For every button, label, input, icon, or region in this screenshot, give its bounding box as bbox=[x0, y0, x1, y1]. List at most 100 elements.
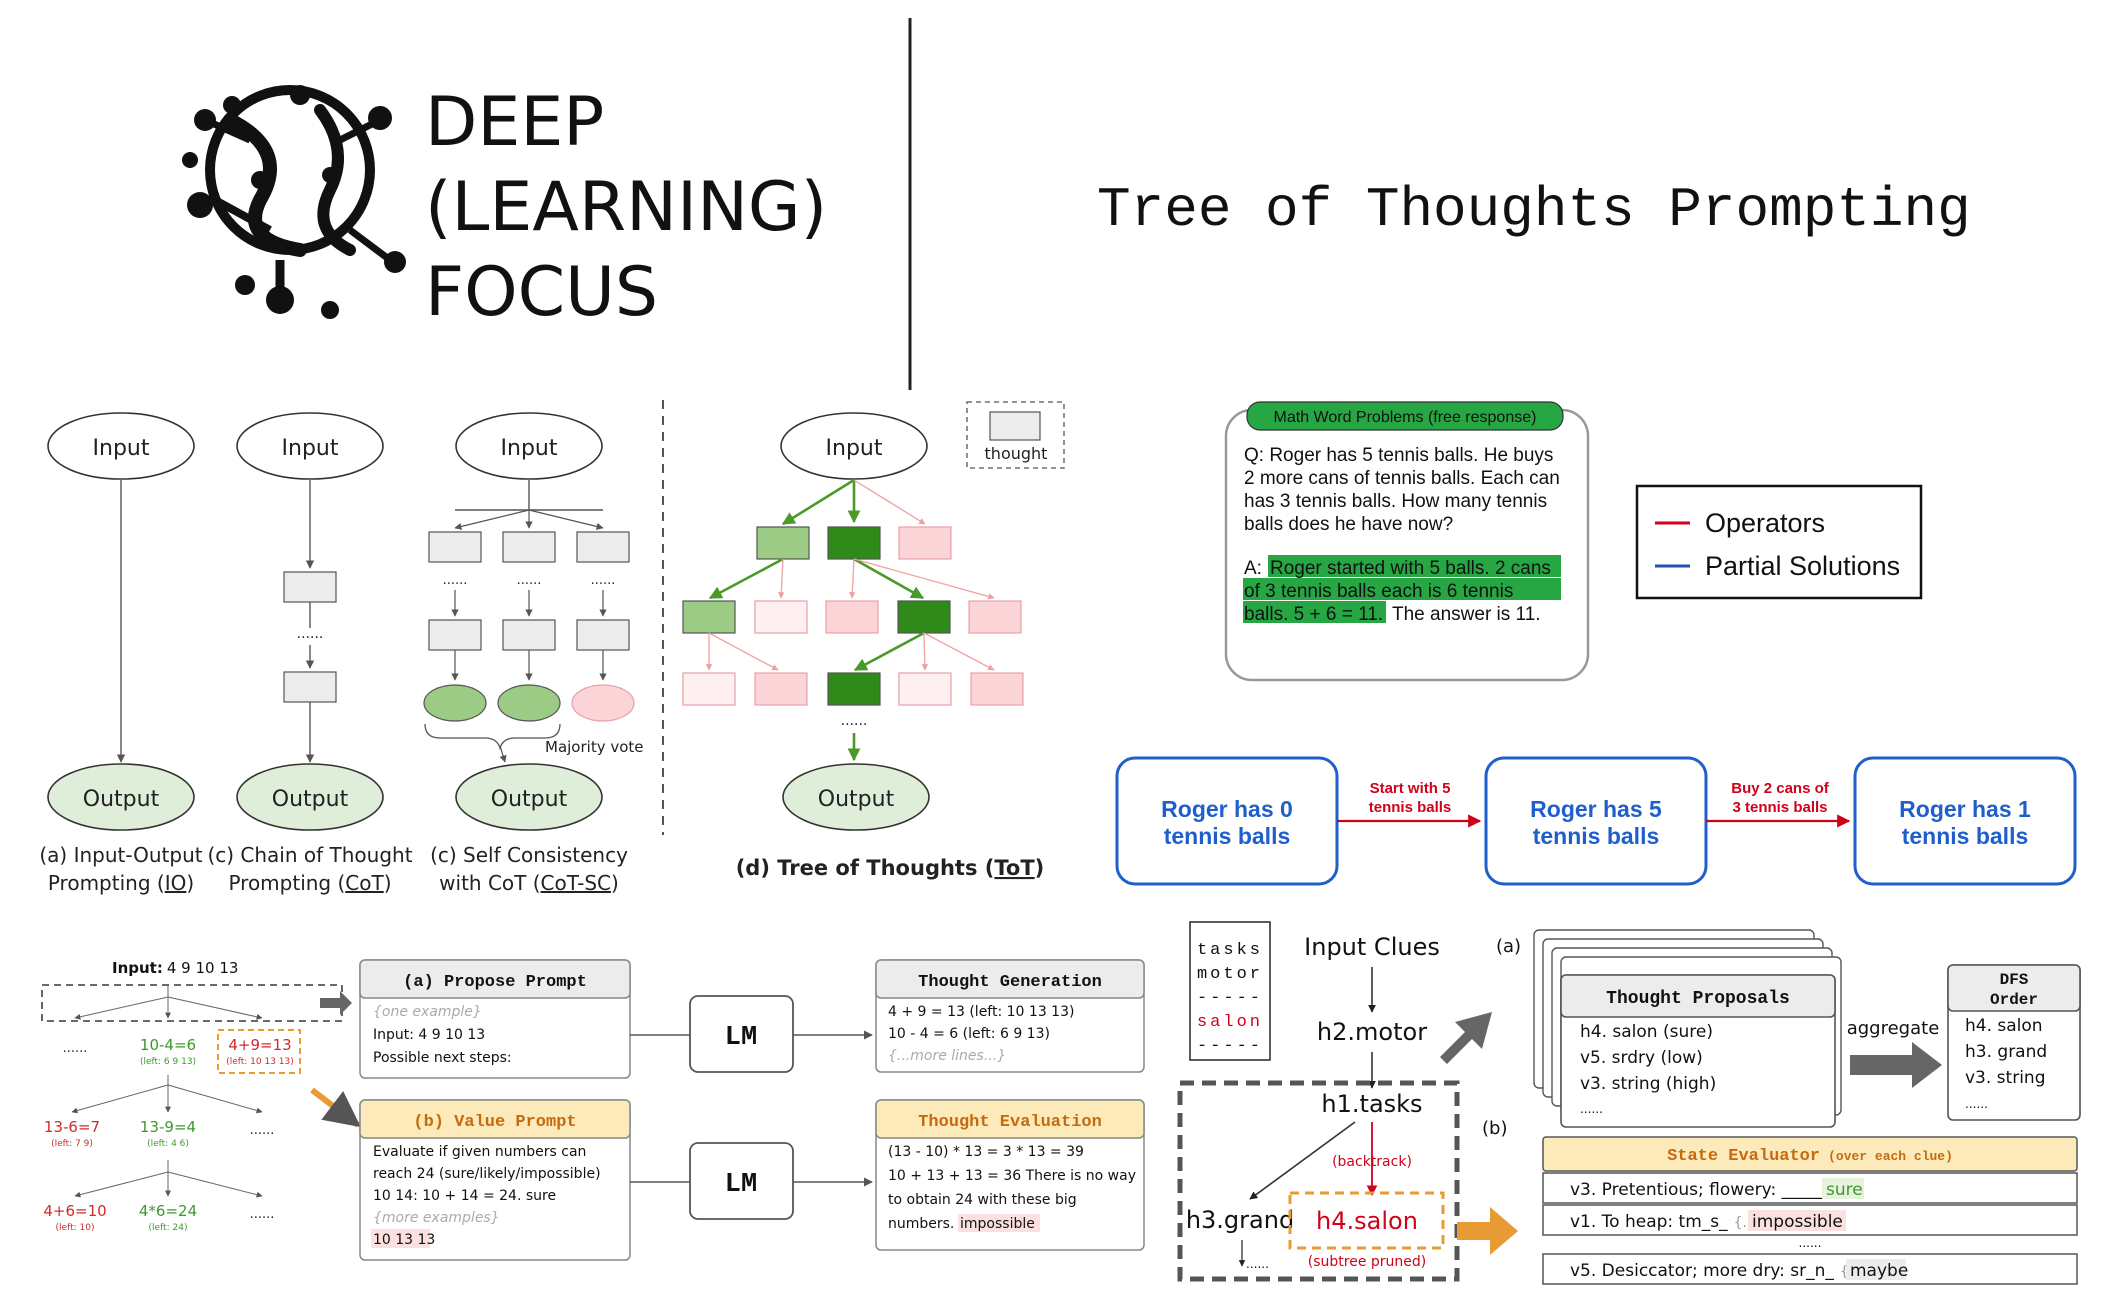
brand-line-2: (LEARNING) bbox=[425, 168, 827, 247]
state-evaluator-title: State Evaluator(over each clue) bbox=[1667, 1147, 1953, 1166]
subtree-pruned-label: (subtree pruned) bbox=[1308, 1254, 1426, 1270]
cotsc-thought-box bbox=[428, 531, 482, 563]
propose-line: Possible next steps: bbox=[373, 1050, 512, 1066]
lm-box bbox=[689, 995, 794, 1073]
state-evaluator-header bbox=[1542, 1136, 2078, 1172]
thought-proposals-title: Thought Proposals bbox=[1606, 989, 1790, 1009]
cotsc-answer-node-rejected bbox=[571, 684, 635, 722]
cotsc-dots: ...... bbox=[517, 573, 542, 588]
dfs-line: v3. string bbox=[1965, 1068, 2045, 1088]
grid-row: ----- bbox=[1197, 1037, 1263, 1056]
cotsc-input-label: Input bbox=[501, 436, 558, 461]
node-h2: h2.motor bbox=[1317, 1018, 1427, 1046]
cotsc-thought-box bbox=[502, 619, 556, 651]
to-propose-arrow bbox=[320, 991, 352, 1015]
tot-thought-pruned bbox=[898, 526, 952, 560]
tree-node-good: 4*6=24 bbox=[139, 1202, 197, 1220]
math-question-line: Q: Roger has 5 tennis balls. He buys bbox=[1244, 445, 1553, 466]
aggregate-arrow bbox=[1850, 1042, 1942, 1088]
dfs-title: DFS bbox=[2000, 971, 2029, 989]
io-input-label: Input bbox=[93, 436, 150, 461]
value-line: 10 13 13 bbox=[373, 1232, 435, 1248]
io-caption-1: (a) Input-Output bbox=[39, 843, 202, 867]
tot-thought-best bbox=[897, 600, 951, 634]
evaluator-row bbox=[1542, 1172, 2078, 1204]
thought-gen-placeholder: {...more lines...} bbox=[888, 1048, 1006, 1064]
evaluator-tag-impossible: impossible bbox=[1752, 1212, 1843, 1232]
majority-vote-label: Majority vote bbox=[545, 738, 644, 756]
evaluator-row bbox=[1542, 1253, 2078, 1285]
proposal-line: ...... bbox=[1580, 1102, 1603, 1116]
tree-node-left: (left: 10 13 13) bbox=[226, 1057, 294, 1067]
io-output-node bbox=[47, 763, 195, 831]
tot-thought-pruned bbox=[754, 672, 808, 706]
evaluator-tag-sure: sure bbox=[1826, 1180, 1863, 1200]
label-a: (a) bbox=[1496, 936, 1521, 957]
operators-label: Operators bbox=[1705, 508, 1825, 538]
cotsc-thought-box bbox=[502, 531, 556, 563]
tree-node-bad: 4+9=13 bbox=[228, 1036, 291, 1054]
input-clues-label: Input Clues bbox=[1304, 933, 1440, 961]
value-line: reach 24 (sure/likely/impossible) bbox=[373, 1166, 601, 1182]
math-answer-line: of 3 tennis balls each is 6 tennis bbox=[1244, 581, 1513, 602]
state-chain: Roger has 0 tennis balls Start with 5 te… bbox=[1115, 756, 2077, 886]
cot-output-label: Output bbox=[272, 787, 349, 812]
brand-line-3: FOCUS bbox=[425, 253, 658, 332]
tree-node-selected-frame bbox=[217, 1029, 301, 1074]
math-card-badge bbox=[1246, 401, 1564, 431]
thought-gen-line: 10 - 4 = 6 (left: 6 9 13) bbox=[888, 1026, 1050, 1042]
tree-node-left: (left: 4 6) bbox=[147, 1139, 189, 1149]
aggregate-label: aggregate bbox=[1847, 1018, 1940, 1039]
dfs-line: h3. grand bbox=[1965, 1042, 2047, 1062]
prompting-diagram: Input Output (a) Input-Output Prompting … bbox=[39, 400, 1065, 895]
evaluator-row-text: v5. Desiccator; more dry: sr_n_{...} bbox=[1570, 1261, 1871, 1281]
cot-input-label: Input bbox=[282, 436, 339, 461]
thought-eval-verdict: impossible bbox=[960, 1216, 1035, 1232]
thought-gen-line: 4 + 9 = 13 (left: 10 13 13) bbox=[888, 1004, 1074, 1020]
math-card-badge-label: Math Word Problems (free response) bbox=[1274, 409, 1537, 426]
proposal-line: v3. string (high) bbox=[1580, 1074, 1716, 1094]
tot-thought-best bbox=[827, 672, 881, 706]
backtrack-label: (backtrack) bbox=[1332, 1154, 1412, 1170]
propose-prompt-title: (a) Propose Prompt bbox=[403, 973, 587, 992]
answer-highlight bbox=[1243, 578, 1561, 600]
to-evaluator-arrow bbox=[1457, 1207, 1518, 1255]
evaluator-row-text: v1. To heap: tm_s_{...} bbox=[1570, 1212, 1765, 1232]
operators-legend: Operators Partial Solutions bbox=[1635, 484, 1923, 600]
node-h3: h3.grand bbox=[1186, 1206, 1294, 1234]
state-text: Roger has 1 bbox=[1899, 796, 2031, 822]
tree-dots: ...... bbox=[250, 1123, 275, 1138]
propose-line: Input: 4 9 10 13 bbox=[373, 1027, 485, 1043]
cotsc-caption-2: with CoT (CoT-SC) bbox=[439, 871, 619, 895]
tree-node-good: 13-9=4 bbox=[140, 1118, 196, 1136]
cotsc-thought-box bbox=[576, 531, 630, 563]
dfs-line: ...... bbox=[1965, 1097, 1988, 1111]
math-answer-tail: The answer is 11. bbox=[1392, 604, 1541, 625]
thought-legend-label: thought bbox=[985, 444, 1048, 463]
lm-label: LM bbox=[725, 1023, 757, 1053]
answer-highlight bbox=[1243, 601, 1386, 623]
state-text: tennis balls bbox=[1164, 823, 1291, 849]
math-question-line: has 3 tennis balls. How many tennis bbox=[1244, 491, 1547, 512]
grid-row: tasks bbox=[1197, 941, 1263, 960]
majority-vote-brace bbox=[424, 723, 561, 751]
state-text: Roger has 5 bbox=[1530, 796, 1662, 822]
cot-dots: ...... bbox=[297, 626, 324, 642]
operator-text: tennis balls bbox=[1369, 799, 1452, 816]
tot-output-label: Output bbox=[818, 787, 895, 812]
cot-output-node bbox=[236, 763, 384, 831]
thought-legend-swatch bbox=[989, 411, 1041, 441]
grid-row-highlight: salon bbox=[1197, 1013, 1263, 1032]
tot-thought-pruned bbox=[970, 672, 1024, 706]
to-value-arrow bbox=[310, 1087, 361, 1128]
proposal-line: h4. salon (sure) bbox=[1580, 1022, 1713, 1042]
evaluator-dots: ...... bbox=[1799, 1236, 1822, 1250]
operator-text: Buy 2 cans of bbox=[1731, 780, 1830, 797]
cotsc-thought-box bbox=[428, 619, 482, 651]
game-of-24-panel: Input:4 9 10 13 ...... 10-4=6 (left: 6 9… bbox=[41, 959, 1145, 1261]
cot-caption-1: (c) Chain of Thought bbox=[207, 843, 412, 867]
thought-evaluation-title: Thought Evaluation bbox=[918, 1113, 1102, 1132]
cotsc-input-node bbox=[455, 412, 603, 480]
tree-node-good: 10-4=6 bbox=[140, 1036, 196, 1054]
